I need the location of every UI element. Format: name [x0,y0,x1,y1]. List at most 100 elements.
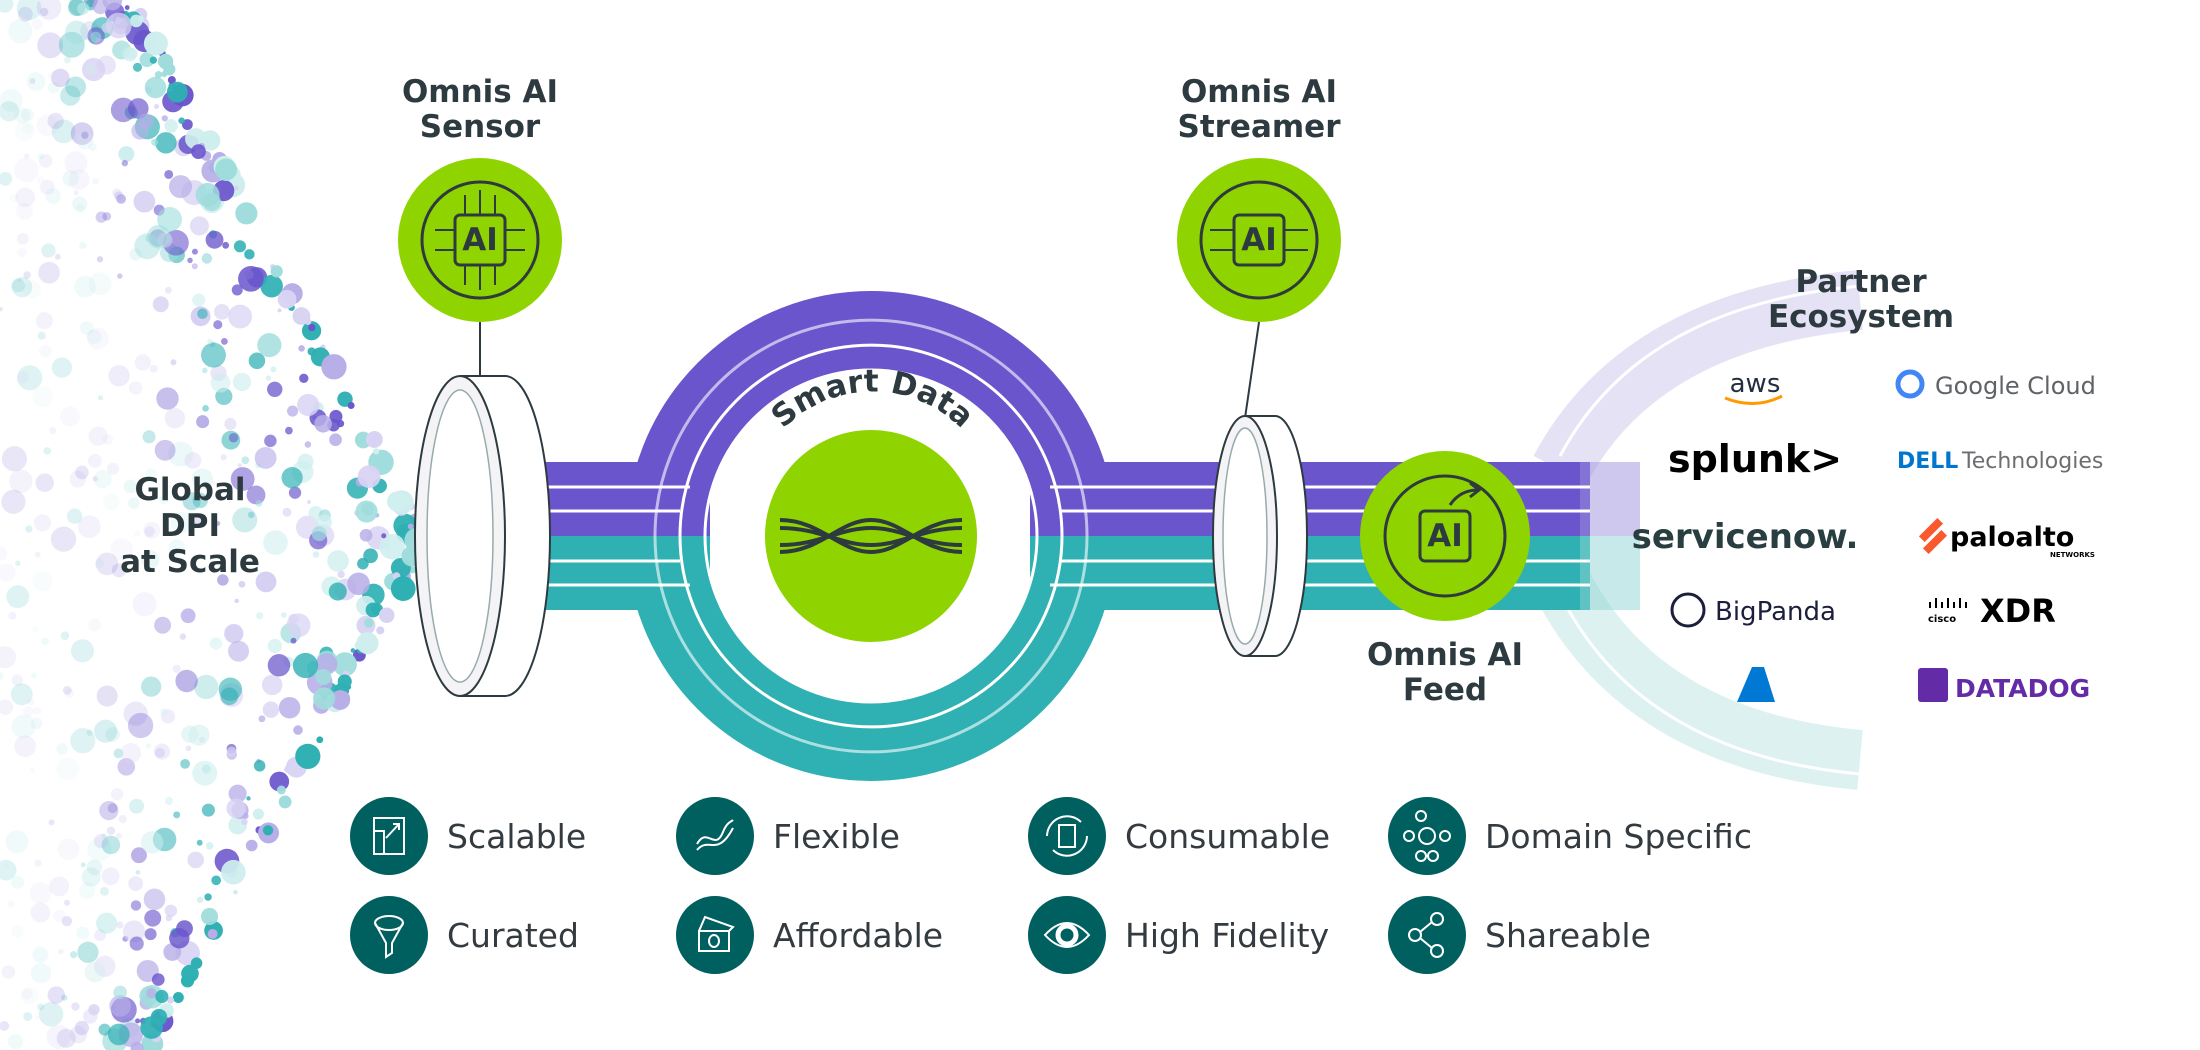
particle [169,928,190,949]
particle [220,687,239,706]
particle [244,249,255,260]
network-icon [1403,810,1451,862]
particle [233,889,238,895]
particle [77,941,99,963]
particle [153,743,171,760]
particle [144,909,162,927]
particle [154,71,163,79]
particle [74,1020,90,1036]
particle [213,320,223,330]
particle [290,637,297,644]
particle [94,558,105,569]
particle [155,132,177,154]
particle [175,669,198,693]
particle [164,286,172,294]
particle [210,372,231,393]
particle [77,2,90,15]
particle [201,342,226,368]
particle [120,742,142,764]
particle [1,965,16,979]
particle [191,468,214,490]
particle [169,539,185,556]
particle [308,323,316,332]
particle [160,709,176,724]
particle [94,955,116,977]
particle [101,867,120,886]
particle [114,191,124,201]
particle [232,507,258,533]
feature-label: Shareable [1485,916,1651,955]
particle [144,526,155,537]
particle [154,616,172,634]
particle [96,685,118,707]
particle [280,612,287,619]
feature-flexible: Flexible [676,797,900,875]
particle [3,863,9,869]
particle [9,469,33,494]
particle [281,467,303,489]
particle [238,580,246,588]
particle [1,446,28,472]
particle [128,381,143,395]
particle [8,611,17,620]
particle [149,56,158,64]
particle [146,988,157,999]
particle [39,7,49,17]
streamer-node: AI [1177,158,1341,322]
particle [50,526,77,552]
particle [39,344,52,358]
particle [282,507,292,517]
particle [16,202,34,220]
particle [257,333,282,358]
particle [105,727,120,742]
particle [101,835,121,855]
particle [32,626,39,634]
particle [64,56,71,64]
particle [207,928,218,939]
particle [215,158,238,181]
particle [347,572,370,596]
particle [347,401,355,409]
particle [38,154,53,168]
particle [21,988,33,1000]
particle [238,266,264,292]
particle [293,725,303,735]
particle [141,550,160,569]
particle [145,743,151,749]
particle [363,618,374,628]
particle [76,132,94,150]
particle [233,240,247,253]
particle [144,928,157,941]
particle [106,826,116,835]
particle [5,830,29,854]
particle [95,211,107,223]
particle [327,550,349,572]
particle [295,743,321,769]
particle [241,818,248,826]
particle [110,97,136,123]
logo-servicenow: servicenow. [1632,517,1859,557]
particle [61,915,73,927]
feature-consumable: Consumable [1028,797,1330,875]
particle [230,467,255,491]
particle [56,742,68,755]
particle [316,514,332,530]
particle [376,626,385,635]
particle [197,308,208,320]
particle [94,719,118,743]
particle [201,803,215,817]
particle [62,170,80,187]
particle [130,900,142,911]
particle [154,104,160,110]
particle [180,608,196,624]
particle [17,365,43,391]
particle [160,708,168,716]
particle [267,654,291,677]
particle [57,838,80,860]
particle [14,157,39,183]
particle [246,485,266,505]
particle [30,768,35,773]
particle [11,925,24,938]
particle [121,160,129,167]
particle [267,638,282,654]
